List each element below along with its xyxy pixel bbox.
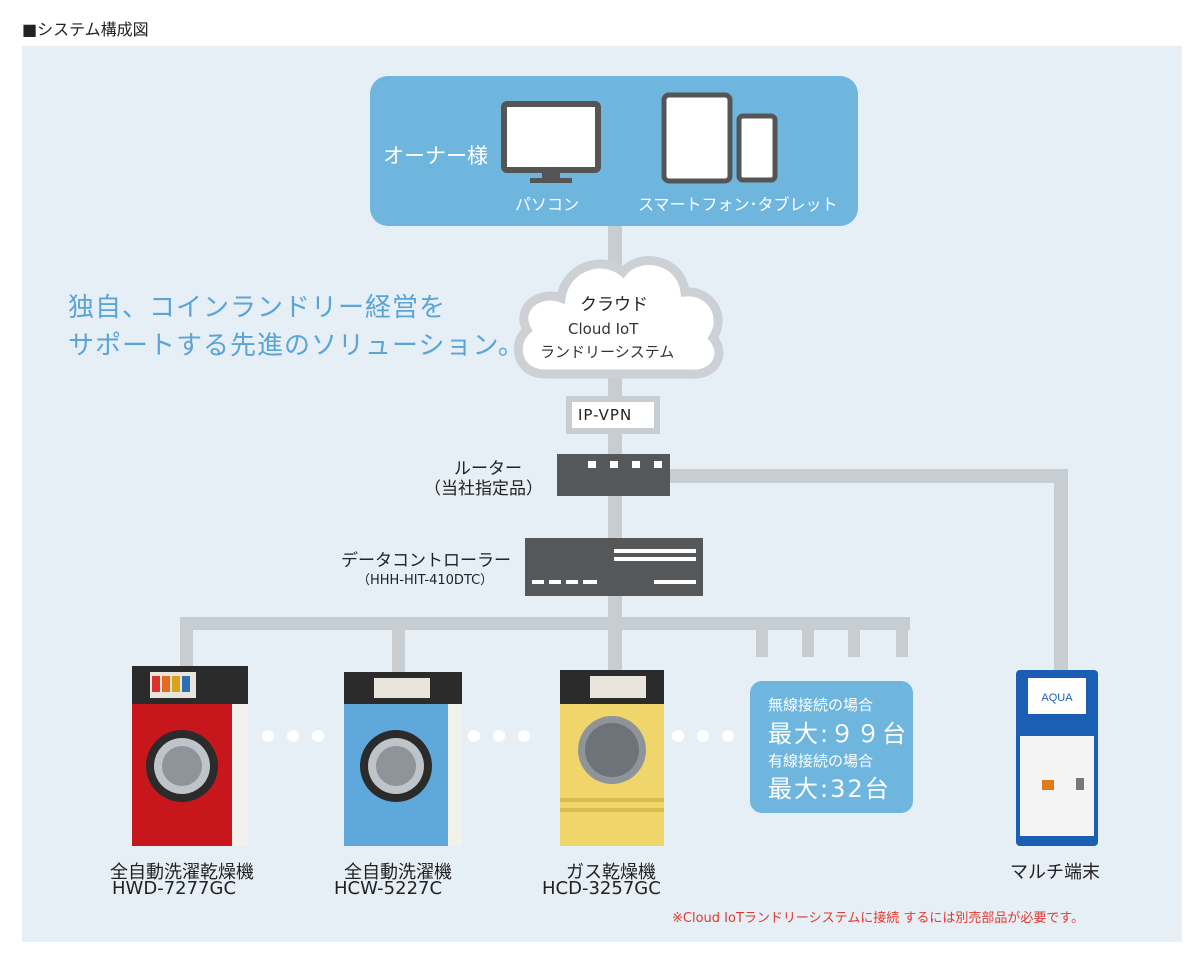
drop-line <box>392 617 405 675</box>
machine-name-3: ガス乾燥機 <box>566 862 656 883</box>
gas-dryer-image <box>560 670 664 846</box>
terminal-drop-line <box>1054 469 1068 679</box>
cloud-title: クラウド <box>580 295 648 315</box>
drop-line <box>896 617 908 657</box>
router-port <box>654 461 662 468</box>
cloud-line-2: ランドリーシステム <box>540 343 675 361</box>
tagline-line-1: 独自、コインランドリー経営を <box>68 293 447 323</box>
tagline-line-2: サポートする先進のソリューション。 <box>68 331 525 361</box>
machine-name-2: 全自動洗濯機 <box>344 862 452 883</box>
chain-dot <box>722 730 734 742</box>
machine-name-1: 全自動洗濯乾燥機 <box>110 862 254 883</box>
router-port <box>632 461 640 468</box>
drop-line <box>180 617 193 675</box>
pc-label: パソコン <box>515 195 580 214</box>
controller-led <box>549 580 561 584</box>
controller-led <box>566 580 578 584</box>
controller-model: （HHH-HIT-410DTC） <box>357 573 494 588</box>
router-port <box>588 461 596 468</box>
machine-model-2: HCW-5227C <box>334 878 443 899</box>
router-name: ルーター <box>454 459 522 479</box>
controller-led <box>654 580 696 584</box>
tablet-phone-icon <box>661 92 778 184</box>
wired-label: 有線接続の場合 <box>768 752 874 770</box>
controller-led <box>583 580 597 584</box>
multi-terminal-image: AQUA <box>1016 670 1098 846</box>
controller-slot <box>614 549 696 553</box>
machine-model-1: HWD-7277GC <box>112 878 237 899</box>
owner-label: オーナー様 <box>383 144 488 168</box>
drop-line <box>802 617 814 657</box>
controller-name: データコントローラー <box>341 551 511 571</box>
chain-dot <box>493 730 505 742</box>
terminal-name: マルチ端末 <box>1010 862 1100 883</box>
chain-dot <box>312 730 324 742</box>
chain-dot <box>468 730 480 742</box>
router-port <box>610 461 618 468</box>
wireless-label: 無線接続の場合 <box>768 696 874 714</box>
drop-line <box>848 617 860 657</box>
footnote: ※Cloud IoTランドリーシステムに接続 するには別売部品が必要です。 <box>672 911 1085 926</box>
router-note: （当社指定品） <box>424 479 543 499</box>
cloud-line-1: Cloud IoT <box>568 320 639 338</box>
controller-slot <box>614 557 696 561</box>
drop-line <box>756 617 768 657</box>
vpn-inner <box>572 402 654 428</box>
diagram-heading: ■システム構成図 <box>22 20 149 39</box>
router-terminal-line <box>668 469 1066 483</box>
controller-led <box>532 580 544 584</box>
washer-dryer-image <box>132 666 248 846</box>
data-controller-device <box>525 538 703 596</box>
monitor-icon <box>501 101 601 183</box>
machine-model-3: HCD-3257GC <box>542 878 661 899</box>
capacity-bubble <box>750 681 913 813</box>
mobile-label: スマートフォン･タブレット <box>638 195 838 214</box>
chain-dot <box>262 730 274 742</box>
chain-dot <box>518 730 530 742</box>
chain-dot <box>672 730 684 742</box>
wired-max: 最大:32台 <box>768 775 891 803</box>
washer-image <box>344 672 462 846</box>
chain-dot <box>697 730 709 742</box>
terminal-brand: AQUA <box>1041 692 1073 704</box>
chain-dot <box>287 730 299 742</box>
wireless-max: 最大:９９台 <box>768 720 909 748</box>
cloud-icon <box>513 256 724 379</box>
vpn-label: IP-VPN <box>578 406 633 424</box>
bus-line <box>180 617 910 630</box>
